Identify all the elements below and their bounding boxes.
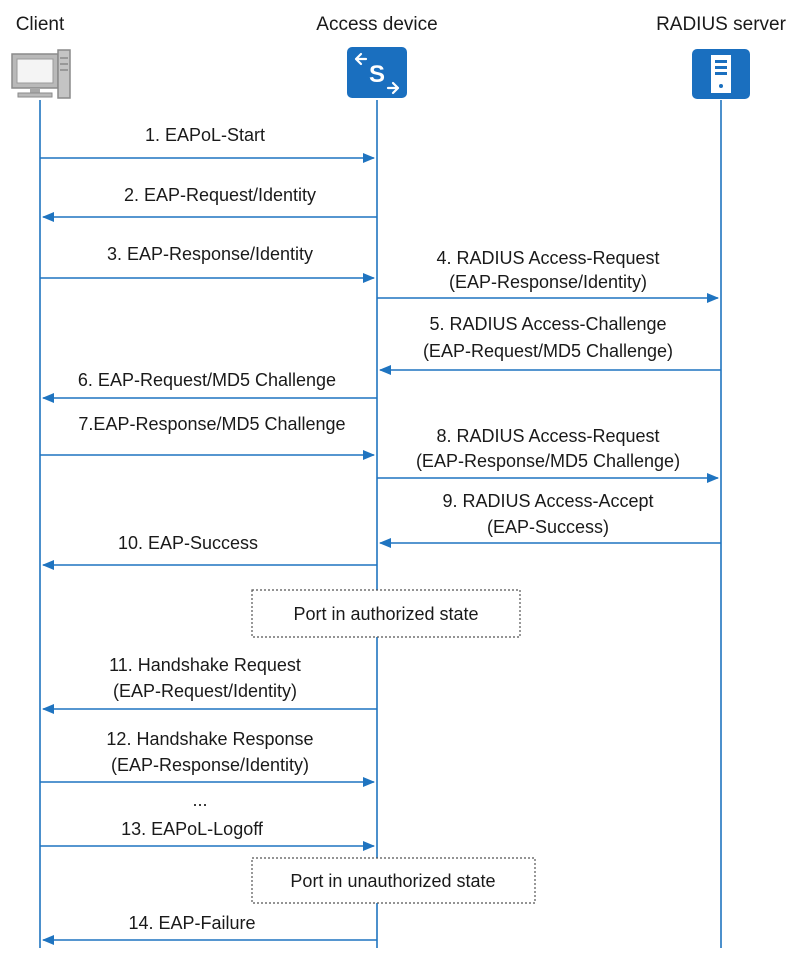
message-9: 9. RADIUS Access-Accept (EAP-Success) — [379, 491, 721, 548]
actor-label-access-device: Access device — [316, 14, 437, 35]
message-label: 5. RADIUS Access-Challenge — [429, 314, 666, 334]
message-label: 9. RADIUS Access-Accept — [442, 491, 653, 511]
state-label: Port in unauthorized state — [290, 871, 495, 891]
actor-label-client: Client — [16, 14, 65, 35]
message-label: 11. Handshake Request — [109, 655, 301, 675]
message-1: 1. EAPoL-Start — [40, 125, 375, 163]
message-3: 3. EAP-Response/Identity — [40, 244, 375, 283]
message-8: 8. RADIUS Access-Request (EAP-Response/M… — [377, 426, 719, 483]
message-12: 12. Handshake Response (EAP-Response/Ide… — [40, 729, 375, 787]
server-icon — [692, 49, 750, 99]
message-14: 14. EAP-Failure — [42, 913, 377, 945]
svg-text:S: S — [369, 61, 385, 88]
message-label: 8. RADIUS Access-Request — [436, 426, 659, 446]
message-label: 3. EAP-Response/Identity — [107, 244, 313, 264]
message-10: 10. EAP-Success — [42, 533, 377, 570]
message-label: (EAP-Success) — [487, 517, 609, 537]
message-6: 6. EAP-Request/MD5 Challenge — [42, 370, 377, 403]
message-4: 4. RADIUS Access-Request (EAP-Response/I… — [377, 248, 719, 303]
actor-label-radius-server: RADIUS server — [656, 14, 787, 35]
message-7: 7.EAP-Response/MD5 Challenge — [40, 414, 375, 460]
continuation-ellipsis: ... — [192, 790, 207, 810]
message-label: 1. EAPoL-Start — [145, 125, 265, 145]
message-label: (EAP-Response/MD5 Challenge) — [416, 451, 680, 471]
computer-icon — [11, 49, 71, 99]
message-11: 11. Handshake Request (EAP-Request/Ident… — [42, 655, 377, 714]
message-13: 13. EAPoL-Logoff — [40, 819, 375, 851]
message-label: 6. EAP-Request/MD5 Challenge — [78, 370, 336, 390]
message-label: (EAP-Response/Identity) — [449, 272, 647, 292]
message-label: 7.EAP-Response/MD5 Challenge — [78, 414, 345, 434]
message-label: (EAP-Request/Identity) — [113, 681, 297, 701]
message-label: (EAP-Request/MD5 Challenge) — [423, 341, 673, 361]
state-label: Port in authorized state — [293, 604, 478, 624]
message-label: 14. EAP-Failure — [128, 913, 255, 933]
port-unauthorized-state-box: Port in unauthorized state — [251, 857, 536, 904]
message-5: 5. RADIUS Access-Challenge (EAP-Request/… — [379, 314, 721, 375]
message-label: 12. Handshake Response — [106, 729, 313, 749]
message-2: 2. EAP-Request/Identity — [42, 185, 377, 222]
switch-icon: S — [347, 47, 407, 98]
message-label: 13. EAPoL-Logoff — [121, 819, 264, 839]
message-label: 10. EAP-Success — [118, 533, 258, 553]
message-label: 2. EAP-Request/Identity — [124, 185, 316, 205]
message-label: (EAP-Response/Identity) — [111, 755, 309, 775]
port-authorized-state-box: Port in authorized state — [251, 589, 521, 638]
message-label: 4. RADIUS Access-Request — [436, 248, 659, 268]
